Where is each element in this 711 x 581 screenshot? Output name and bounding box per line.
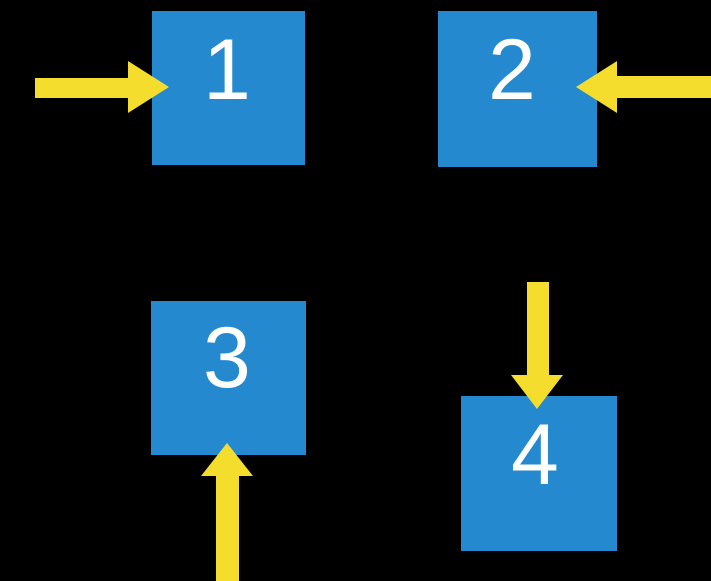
arrow-into-node-2 [576,61,711,113]
node-box-1[interactable] [152,11,305,165]
node-box-2[interactable] [438,11,597,167]
arrow-right-shape [35,61,169,113]
arrow-down-shape [511,282,563,409]
node-label-3: 3 [203,310,251,406]
node-label-2: 2 [488,22,536,118]
node-label-4: 4 [511,407,559,503]
node-box-4[interactable] [461,396,617,551]
node-label-1: 1 [203,22,251,118]
node-box-3[interactable] [151,301,306,455]
arrow-left-shape [576,61,711,113]
arrow-into-node-3 [201,443,253,581]
arrow-up-shape [201,443,253,581]
arrow-into-node-1 [35,61,169,113]
arrow-into-node-4 [511,282,563,409]
